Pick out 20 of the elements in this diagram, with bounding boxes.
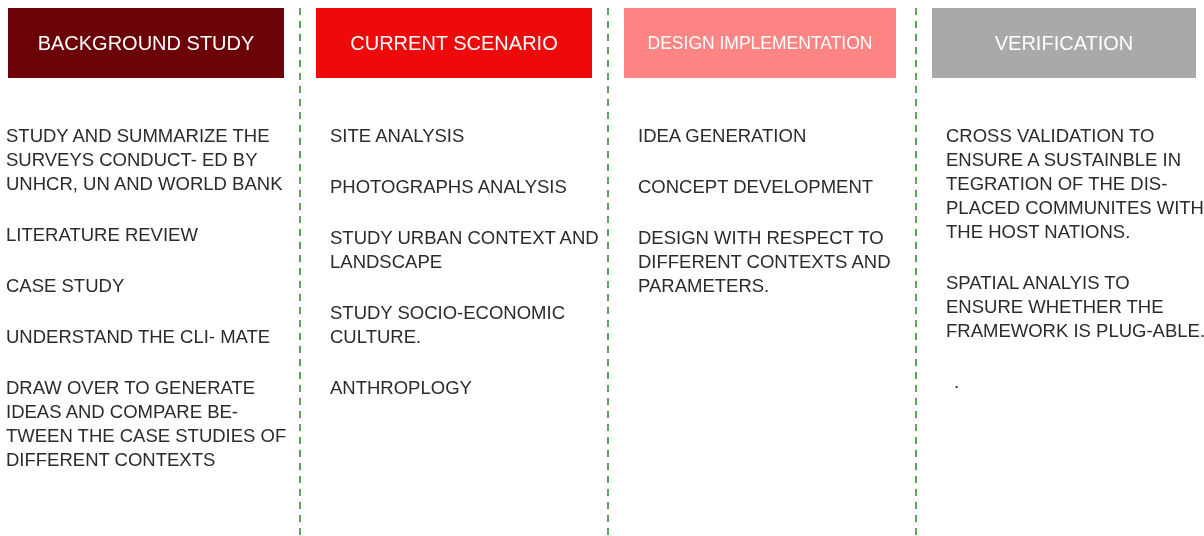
step-text: SPATIAL ANALYIS TO ENSURE WHETHER THE FRAMEWORK IS PLUG-ABLE. (946, 271, 1204, 343)
step-text: STUDY SOCIO-ECONOMIC CULTURE. (330, 301, 567, 349)
step-text: CASE STUDY (6, 274, 126, 298)
column-header: DESIGN IMPLEMENTATION (624, 8, 896, 78)
step-text: STUDY AND SUMMARIZE THE SURVEYS CONDUCT- ED BY UNHCR, UN AND WORLD BANK (6, 124, 284, 196)
step-text: UNDERSTAND THE CLI- MATE (6, 325, 272, 349)
step-text: DRAW OVER TO GENERATE IDEAS AND COMPARE BE- TWEEN THE CASE STUDIES OF DIFFERENT CONTEXTS (6, 376, 288, 472)
step-text: STUDY URBAN CONTEXT AND LANDSCAPE (330, 226, 600, 274)
column-header: VERIFICATION (932, 8, 1196, 78)
step-text: SITE ANALYSIS (330, 124, 466, 148)
step-text: CROSS VALIDATION TO ENSURE A SUSTAINBLE IN TEGRATION OF THE DIS- PLACED COMMUNITES WITH THE HOST NATIONS. (946, 124, 1204, 244)
dot-mark: . (954, 370, 961, 394)
column-header: CURRENT SCENARIO (316, 8, 592, 78)
step-text: LITERATURE REVIEW (6, 223, 199, 247)
step-text: ANTHROPLOGY (330, 376, 473, 400)
step-text: PHOTOGRAPHS ANALYSIS (330, 175, 568, 199)
column-header: BACKGROUND STUDY (8, 8, 284, 78)
step-text: CONCEPT DEVELOPMENT (638, 175, 875, 199)
step-text: IDEA GENERATION (638, 124, 808, 148)
step-text: DESIGN WITH RESPECT TO DIFFERENT CONTEXTS AND PARAMETERS. (638, 226, 892, 298)
